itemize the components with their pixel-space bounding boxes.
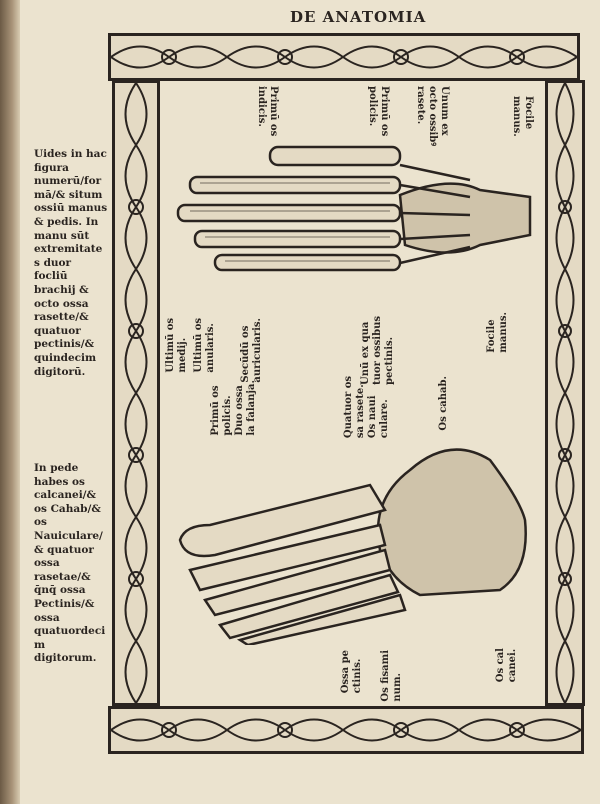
ornamental-border-bottom [108,706,584,754]
hand-label: Unū ex qua tuor ossibus pectinis. [360,316,395,385]
hand-label: Ultimū os anularis. [193,318,216,373]
hand-label: Focile manus. [511,96,534,137]
hand-label: Primū os policis. [367,86,390,137]
hand-label: Ultimū os medij. [165,318,188,373]
foot-label: Os cal canei. [495,648,518,683]
side-note-foot: In pede habes os calcanei/& os Cahab/& o… [34,462,106,665]
foot-label: Primū os policis. Duo ossa la falanja. [210,380,257,436]
hand-label: Focile manus. [486,312,509,353]
ornamental-border-top [108,33,580,81]
foot-skeleton-woodcut [178,448,527,645]
ornamental-border-left [112,80,160,706]
running-head: DE ANATOMIA [290,8,427,26]
hand-label: Primū os indicis. [256,86,279,137]
foot-label: Os cahab. [438,376,449,431]
book-binding-edge [0,0,20,804]
side-note-hand: Uides in hac figura numerū/formā/& situm… [34,148,108,378]
ornamental-border-right [545,80,585,706]
foot-label: Os fisami num. [380,650,403,702]
hand-label: Secūdū os auricularis. [240,318,263,383]
foot-label: Ossa pe ctinis. [340,650,363,694]
hand-skeleton-woodcut [176,145,532,272]
foot-label: Quatuor os sa rasete. Os naui culare. [343,376,390,439]
hand-label: Unum ex octo ossibꝰ rasete. [415,86,450,147]
